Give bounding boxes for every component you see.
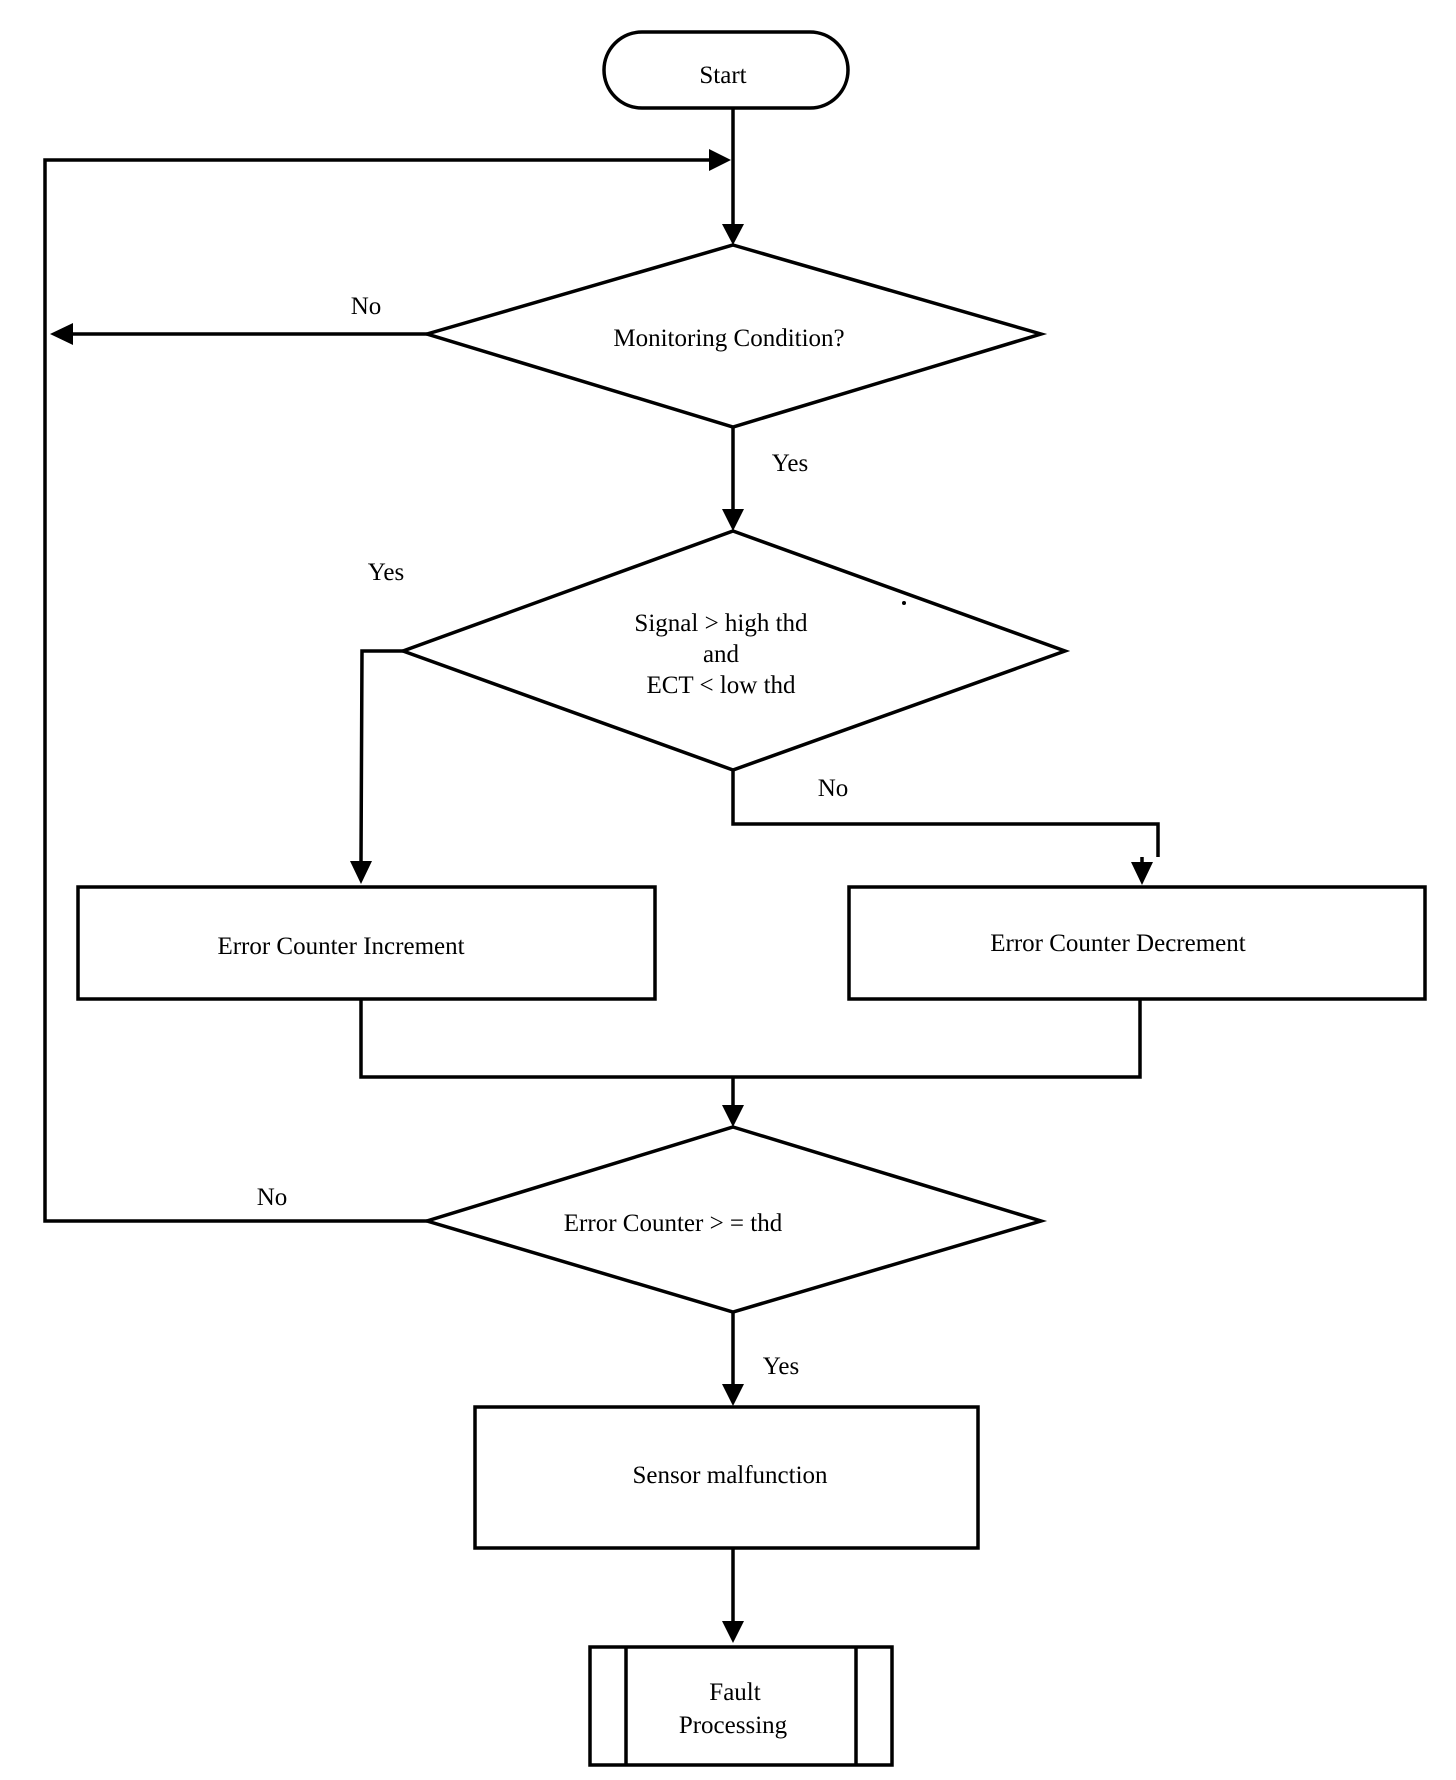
- error-counter-threshold-decision: Error Counter > = thd: [420, 1125, 1048, 1314]
- monitoring-no-label: No: [351, 293, 382, 320]
- edge-counter-no-loop-back: [43, 158, 712, 1223]
- monitoring-yes-label: Yes: [772, 450, 808, 477]
- signal-threshold-line-1: Signal > high thd: [634, 610, 808, 637]
- edge-increment-to-merge: [359, 998, 733, 1079]
- start-label: Start: [699, 62, 746, 89]
- counter-yes-label: Yes: [763, 1353, 799, 1380]
- arrowhead-loop-back: [709, 149, 731, 171]
- arrowhead-monitoring-no: [50, 323, 73, 345]
- monitoring-condition-decision: Monitoring Condition?: [420, 243, 1048, 429]
- error-counter-increment-label: Error Counter Increment: [217, 933, 464, 960]
- signal-threshold-line-3: ECT < low thd: [646, 672, 796, 699]
- error-counter-decrement-label: Error Counter Decrement: [990, 930, 1245, 957]
- stray-dot: [902, 601, 906, 605]
- edge-signal-no: [731, 770, 1160, 857]
- arrowhead-into-monitoring: [722, 224, 744, 245]
- fault-processing-predefined-process: Fault Processing: [588, 1645, 894, 1767]
- counter-no-label: No: [257, 1184, 288, 1211]
- arrowhead-into-signal-check: [722, 509, 744, 531]
- signal-no-label: No: [818, 775, 849, 802]
- arrowhead-into-counter-check: [722, 1105, 744, 1127]
- signal-threshold-decision: Signal > high thd and ECT < low thd: [397, 529, 1071, 772]
- arrowhead-into-malfunction: [722, 1384, 744, 1406]
- arrowhead-into-increment: [350, 861, 372, 884]
- sensor-malfunction-label: Sensor malfunction: [632, 1462, 828, 1489]
- arrowhead-into-fault: [722, 1621, 744, 1643]
- fault-processing-line-1: Fault: [709, 1679, 760, 1706]
- edge-signal-yes: [359, 649, 403, 863]
- sensor-malfunction-process: Sensor malfunction: [473, 1405, 980, 1550]
- edge-decrement-to-merge: [733, 999, 1142, 1079]
- error-counter-threshold-label: Error Counter > = thd: [564, 1210, 783, 1237]
- signal-threshold-line-2: and: [703, 641, 740, 668]
- error-counter-decrement-process: Error Counter Decrement: [847, 885, 1427, 1001]
- monitoring-condition-label: Monitoring Condition?: [613, 325, 844, 352]
- signal-yes-label: Yes: [368, 559, 404, 586]
- fault-processing-line-2: Processing: [679, 1712, 788, 1739]
- arrowhead-into-decrement: [1131, 862, 1153, 885]
- start-node: Start: [602, 30, 850, 110]
- error-counter-increment-process: Error Counter Increment: [76, 885, 657, 1001]
